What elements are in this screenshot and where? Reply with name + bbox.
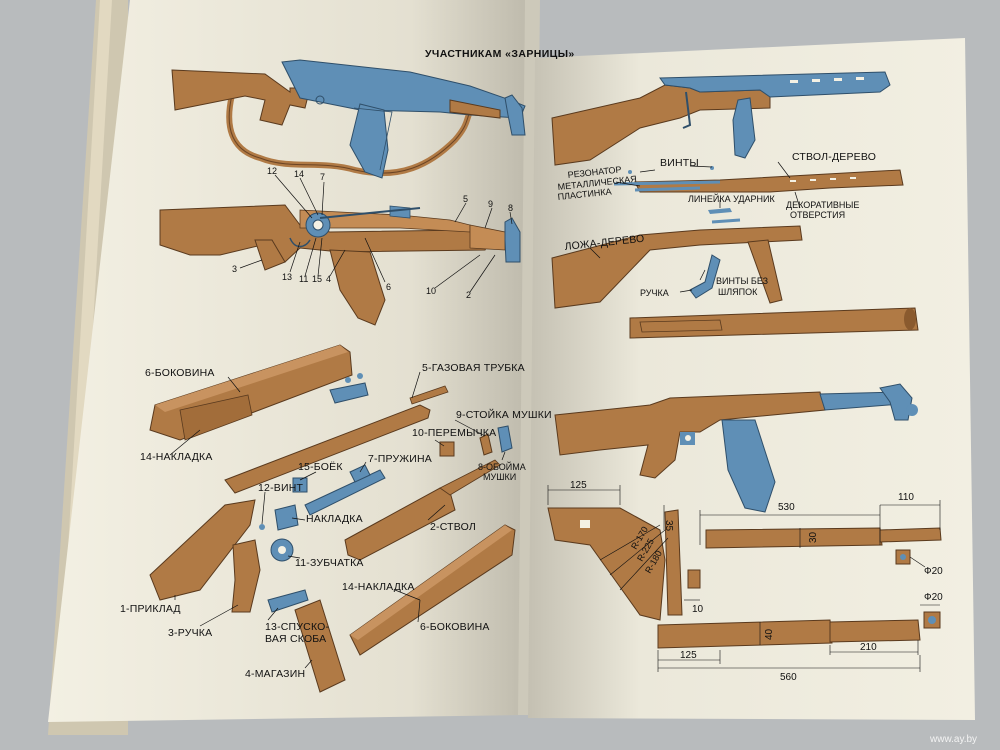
- label-7-pruzhina: 7-ПРУЖИНА: [368, 453, 432, 465]
- label-14-nakladka-top: 14-НАКЛАДКА: [140, 451, 213, 463]
- label-3-ruchka: 3-РУЧКА: [168, 627, 212, 639]
- dim-35: 35: [663, 520, 674, 532]
- label-9-stoika: 9-СТОЙКА МУШКИ: [456, 408, 552, 421]
- label-8-mushki: МУШКИ: [483, 472, 516, 482]
- label-vinty-bez-a: ВИНТЫ БЕЗ: [716, 276, 768, 286]
- dim-40: 40: [764, 628, 775, 640]
- ak-assembled-illustration: [171, 59, 526, 179]
- label-nakladka: НАКЛАДКА: [306, 513, 363, 525]
- label-6-bokovina-bottom: 6-БОКОВИНА: [420, 621, 490, 633]
- callout-14: 14: [294, 169, 304, 179]
- label-4-magazin: 4-МАГАЗИН: [245, 668, 305, 680]
- callout-12: 12: [267, 166, 277, 176]
- ppsh-assembled-illustration: [551, 71, 891, 166]
- dim-125-bottom: 125: [680, 650, 697, 661]
- callout-10: 10: [426, 286, 436, 296]
- callout-9: 9: [488, 199, 493, 209]
- label-13-spuskovaya-b: ВАЯ СКОБА: [265, 633, 326, 645]
- callout-5: 5: [463, 194, 468, 204]
- label-vinty-bez-b: ШЛЯПОК: [718, 287, 758, 297]
- dim-530: 530: [778, 502, 795, 513]
- label-11-zubchatka: 11-ЗУБЧАТКА: [295, 557, 364, 569]
- callout-2: 2: [466, 290, 471, 300]
- label-13-spuskovaya-a: 13-СПУСКО-: [265, 621, 330, 633]
- dim-phi20-a: Ф20: [924, 566, 943, 577]
- dim-125-top: 125: [570, 480, 587, 491]
- watermark: www.ay.by: [929, 734, 977, 745]
- label-12-vint: 12-ВИНТ: [258, 482, 304, 494]
- callout-8: 8: [508, 203, 513, 213]
- label-5-gas-tube: 5-ГАЗОВАЯ ТРУБКА: [422, 362, 525, 374]
- callout-11: 11: [299, 274, 308, 284]
- callout-3: 3: [232, 264, 237, 274]
- page-header: УЧАСТНИКАМ «ЗАРНИЦЫ»: [425, 48, 575, 60]
- dimension-drawings: 125 35 R-170 R-225 R-180 530 110 30 10 Ф…: [547, 480, 943, 683]
- label-2-stvol: 2-СТВОЛ: [430, 521, 476, 533]
- callout-13: 13: [282, 272, 292, 282]
- ak-parts-diagram: 6-БОКОВИНА 14-НАКЛАДКА 5-ГАЗОВАЯ ТРУБКА …: [120, 344, 552, 693]
- callout-15: 15: [312, 274, 322, 284]
- label-dekor-a: ДЕКОРАТИВНЫЕ: [786, 200, 859, 210]
- ppsh-parts-diagram: ВИНТЫ РЕЗОНАТОР МЕТАЛЛИЧЕСКАЯ ПЛАСТИНКА …: [551, 151, 919, 339]
- label-10-peremychka: 10-ПЕРЕМЫЧКА: [412, 427, 496, 439]
- dim-phi20-b: Ф20: [924, 592, 943, 603]
- callout-7: 7: [320, 172, 325, 182]
- dim-210: 210: [860, 642, 877, 653]
- label-vinty: ВИНТЫ: [660, 157, 699, 169]
- label-stvol-derevo: СТВОЛ-ДЕРЕВО: [792, 151, 876, 163]
- label-lineika-udarnik: ЛИНЕЙКА УДАРНИК: [688, 193, 775, 204]
- callout-4: 4: [326, 274, 331, 284]
- label-6-bokovina-top: 6-БОКОВИНА: [145, 367, 215, 379]
- label-8-oboima: 8-ОБОЙМА: [478, 461, 526, 472]
- label-14-nakladka-bottom: 14-НАКЛАДКА: [342, 581, 415, 593]
- label-ruchka: РУЧКА: [640, 288, 669, 298]
- label-1-priklad: 1-ПРИКЛАД: [120, 603, 181, 615]
- callout-6: 6: [386, 282, 391, 292]
- ak-callout-illustration: 12 14 7 5 9 8 3 13 11 15 4 6 10 2: [159, 166, 521, 326]
- dim-110: 110: [898, 492, 914, 503]
- dim-10: 10: [692, 604, 704, 615]
- dim-560: 560: [780, 672, 797, 683]
- label-15-boek: 15-БОЁК: [298, 461, 343, 473]
- ak-right-illustration: [554, 383, 918, 513]
- dim-30: 30: [808, 531, 819, 543]
- label-dekor-b: ОТВЕРСТИЯ: [790, 210, 845, 220]
